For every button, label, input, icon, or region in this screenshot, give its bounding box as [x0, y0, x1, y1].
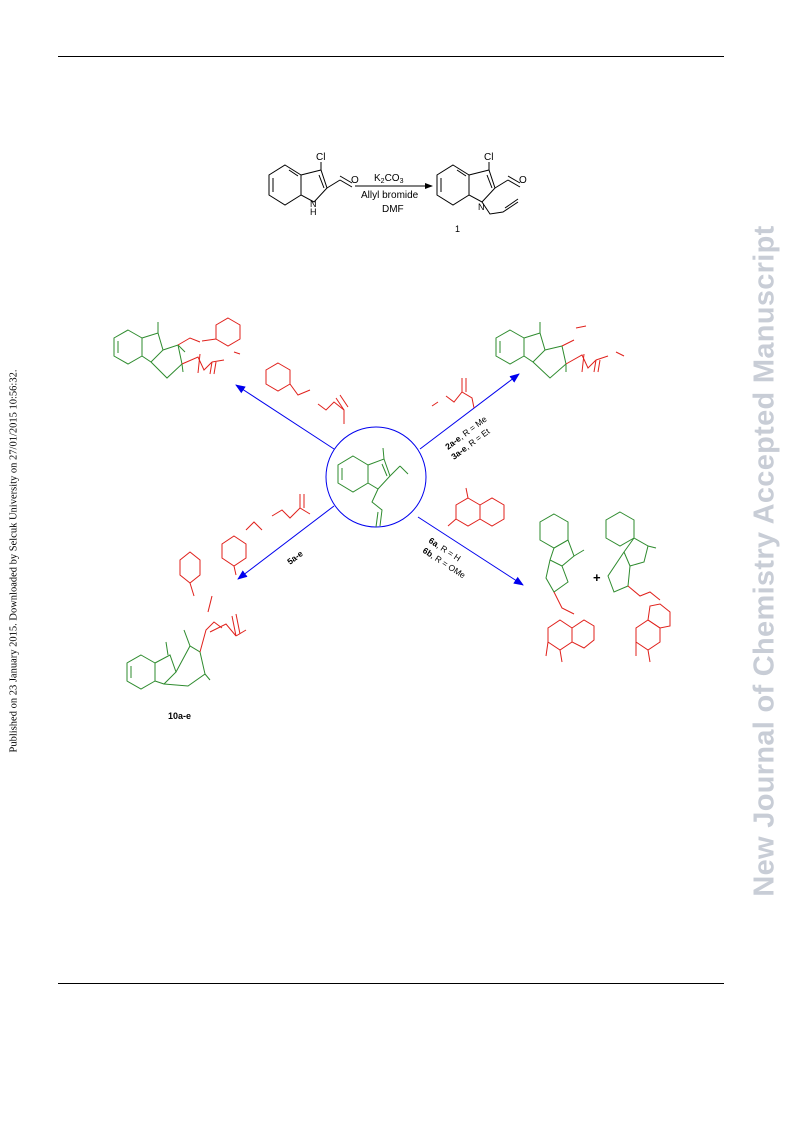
product-bottom-left [126, 629, 211, 690]
scheme-1 [268, 162, 521, 215]
central-circle [325, 426, 427, 528]
product-bottom-right-a-red [545, 591, 595, 663]
red-bottom-left [179, 551, 247, 653]
starting-indole [268, 162, 353, 206]
product-bottom-right-b [605, 511, 657, 593]
product-bottom-right-a [539, 513, 585, 593]
reagent-tetralin [447, 487, 505, 527]
reagent-morpholine [221, 494, 311, 576]
central-indole [337, 447, 409, 528]
red-top-left [177, 317, 241, 375]
product-top-right [495, 322, 567, 379]
plus-sign: + [593, 570, 601, 585]
reagent-benzyl [265, 362, 349, 424]
compound-1-label: 1 [455, 224, 460, 234]
red-top-right [561, 325, 625, 373]
reagent-k2co3: K2CO3 [374, 173, 404, 185]
cl-start-label: Cl [316, 152, 325, 163]
product-indole-1 [436, 162, 521, 215]
product-bottom-right-b-red [627, 585, 671, 663]
reagent-methacrylate [431, 378, 475, 409]
o-product-label: O [519, 175, 527, 186]
n-start-label: N [310, 199, 317, 209]
reagent-dmf: DMF [382, 204, 404, 215]
label-5a-e: 5a-e [285, 548, 305, 566]
label-10a-e: 10a-e [168, 711, 191, 721]
blue-arrows [235, 373, 524, 586]
cl-product-label: Cl [484, 152, 493, 163]
product-top-left [113, 322, 186, 379]
header-rule [58, 56, 724, 57]
o-start-label: O [351, 175, 359, 186]
footer-rule [58, 983, 724, 984]
n-product-label: N [478, 202, 485, 212]
scheme-1-labels: Cl O N H Cl O N K2CO3 Allyl bromide DMF … [310, 152, 527, 234]
h-start-label: H [310, 207, 317, 217]
reagent-allyl-bromide: Allyl bromide [361, 190, 419, 201]
